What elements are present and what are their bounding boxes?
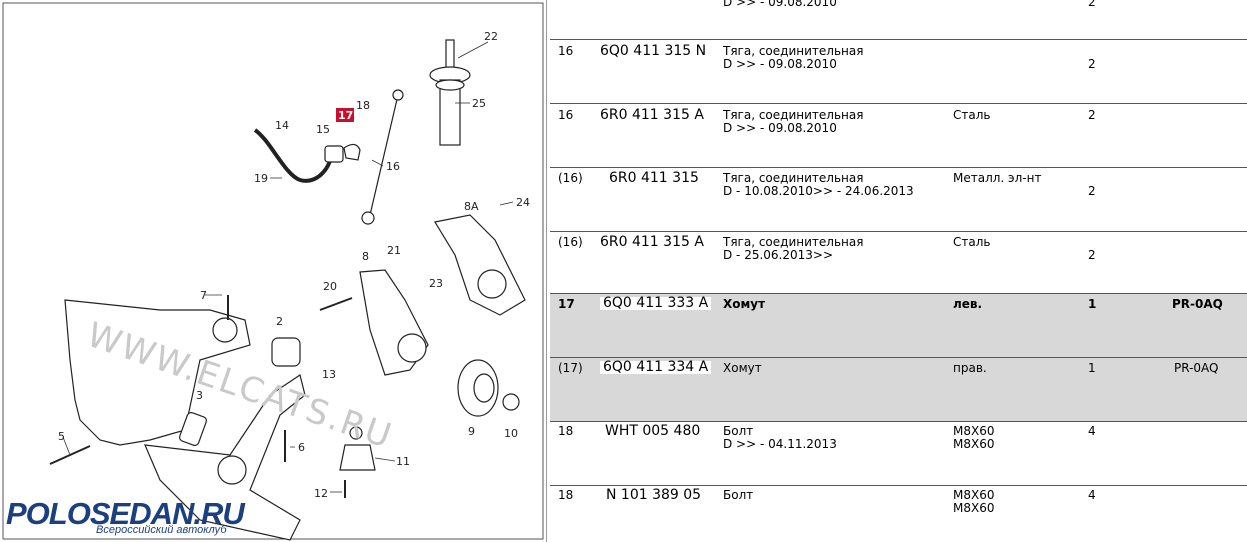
bushing-3-part[interactable] (178, 411, 208, 446)
row-num: (16) (558, 171, 583, 185)
table-row[interactable]: 16 6R0 411 315 A Тяга, соединительная D … (550, 104, 1247, 168)
table-row[interactable]: 16 6Q0 411 315 N Тяга, соединительная D … (550, 40, 1247, 104)
link-rod-part[interactable] (361, 89, 404, 225)
part-note: M8X60 M8X60 (953, 424, 995, 451)
part-qty: 4 (1088, 424, 1096, 438)
part-code: PR-0AQ (1172, 297, 1223, 311)
callout-7: 7 (200, 289, 207, 302)
callout-21: 21 (387, 244, 401, 257)
part-number[interactable]: WHT 005 480 (605, 423, 701, 439)
subframe-part[interactable] (64, 299, 251, 446)
leader-lines (62, 41, 514, 493)
part-description: Тяга, соединительная D >> - 09.08.2010 (723, 108, 864, 135)
callout-18: 18 (356, 99, 370, 112)
part-note: M8X60 M8X60 (953, 488, 995, 515)
table-row[interactable]: (16) 6R0 411 315 Тяга, соединительная D … (550, 168, 1247, 232)
parts-table: D >> - 09.08.2010 2 16 6Q0 411 315 N Тяг… (550, 0, 1247, 542)
part-description: Хомут (723, 361, 762, 375)
part-description: Хомут (723, 297, 766, 311)
panel-divider (546, 0, 551, 542)
callout-22: 22 (484, 30, 498, 43)
callout-6: 6 (298, 441, 305, 454)
callout-23: 23 (429, 277, 443, 290)
part-description: Тяга, соединительная D - 10.08.2010>> - … (723, 171, 914, 198)
part-number[interactable]: 6R0 411 315 (609, 170, 699, 186)
part-number[interactable]: 6Q0 411 334 A (600, 360, 712, 374)
row-num: (17) (558, 361, 583, 375)
callout-17-highlight (336, 108, 354, 122)
callout-2: 2 (276, 315, 283, 328)
part-number[interactable]: 6R0 411 315 A (600, 234, 704, 250)
row-num: 16 (558, 44, 574, 58)
row-num: 17 (558, 297, 575, 311)
partial-qty: 2 (1088, 0, 1096, 9)
callout-14: 14 (275, 119, 289, 132)
wheel-hub-part[interactable] (457, 359, 520, 417)
table-row[interactable]: 18 N 101 389 05 Болт M8X60 M8X60 4 (550, 486, 1247, 542)
part-number[interactable]: 6Q0 411 333 A (600, 296, 712, 310)
callout-13: 13 (322, 368, 336, 381)
suspension-exploded-diagram: 22 25 18 17 14 15 16 19 8A 24 8 21 20 23… (2, 2, 544, 541)
part-note: лев. (953, 297, 983, 311)
site-logo-subtitle: Всероссийский автоклуб (96, 524, 227, 536)
part-note: Металл. эл-нт (953, 171, 1042, 185)
part-description: Болт D >> - 04.11.2013 (723, 424, 837, 451)
part-number[interactable]: 6Q0 411 315 N (600, 43, 707, 59)
callout-25: 25 (472, 97, 486, 110)
ball-joint-part[interactable] (339, 426, 376, 471)
table-row-highlighted[interactable]: (17) 6Q0 411 334 A Хомут прав. 1 PR-0AQ (550, 358, 1247, 422)
part-number[interactable]: N 101 389 05 (606, 487, 702, 503)
strut-part[interactable] (429, 39, 471, 146)
parts-diagram-panel: 22 25 18 17 14 15 16 19 8A 24 8 21 20 23… (0, 0, 546, 542)
row-num: 18 (558, 424, 574, 438)
site-logo: POLOSEDAN.RU (6, 496, 245, 531)
callout-15: 15 (316, 123, 330, 136)
bushing-2-part[interactable] (271, 337, 301, 367)
part-qty: 1 (1088, 361, 1096, 375)
part-note: Сталь (953, 108, 991, 122)
part-description: Болт (723, 488, 754, 502)
part-qty: 2 (1088, 57, 1096, 71)
table-row[interactable]: 18 WHT 005 480 Болт D >> - 04.11.2013 M8… (550, 422, 1247, 486)
part-qty: 2 (1088, 248, 1096, 262)
part-description: Тяга, соединительная D - 25.06.2013>> (723, 235, 864, 262)
callout-labels: 22 25 18 17 14 15 16 19 8A 24 8 21 20 23… (58, 30, 530, 500)
part-qty: 4 (1088, 488, 1096, 502)
callout-24: 24 (516, 196, 530, 209)
part-qty: 1 (1088, 297, 1097, 311)
bushing-part[interactable] (324, 145, 344, 163)
part-note: прав. (953, 361, 987, 375)
callout-12: 12 (314, 487, 328, 500)
part-qty: 2 (1088, 108, 1096, 122)
clamp-part[interactable] (343, 143, 361, 161)
part-description: Тяга, соединительная D >> - 09.08.2010 (723, 44, 864, 71)
row-num: 16 (558, 108, 574, 122)
table-row-partial: D >> - 09.08.2010 2 (550, 0, 1247, 40)
part-number[interactable]: 6R0 411 315 A (600, 107, 704, 123)
bolts (49, 295, 353, 498)
part-qty: 2 (1088, 184, 1096, 198)
callout-8: 8 (362, 250, 369, 263)
steering-knuckle-right[interactable] (434, 214, 526, 316)
table-row[interactable]: (16) 6R0 411 315 A Тяга, соединительная … (550, 232, 1247, 294)
part-note: Сталь (953, 235, 991, 249)
callout-10: 10 (504, 427, 518, 440)
callout-3: 3 (196, 389, 203, 402)
row-num: 18 (558, 488, 574, 502)
callout-20: 20 (323, 280, 337, 293)
partial-desc: D >> - 09.08.2010 (723, 0, 837, 9)
callout-11: 11 (396, 455, 410, 468)
table-row-highlighted[interactable]: 17 6Q0 411 333 A Хомут лев. 1 PR-0AQ (550, 294, 1247, 358)
diagram-frame (2, 2, 544, 540)
callout-8A: 8A (464, 200, 479, 213)
callout-9: 9 (468, 425, 475, 438)
row-num: (16) (558, 235, 583, 249)
callout-17: 17 (338, 109, 353, 122)
callout-5: 5 (58, 430, 65, 443)
callout-19: 19 (254, 172, 268, 185)
callout-16: 16 (386, 160, 400, 173)
part-code: PR-0AQ (1174, 361, 1219, 375)
stabilizer-bar-part[interactable] (253, 128, 333, 183)
